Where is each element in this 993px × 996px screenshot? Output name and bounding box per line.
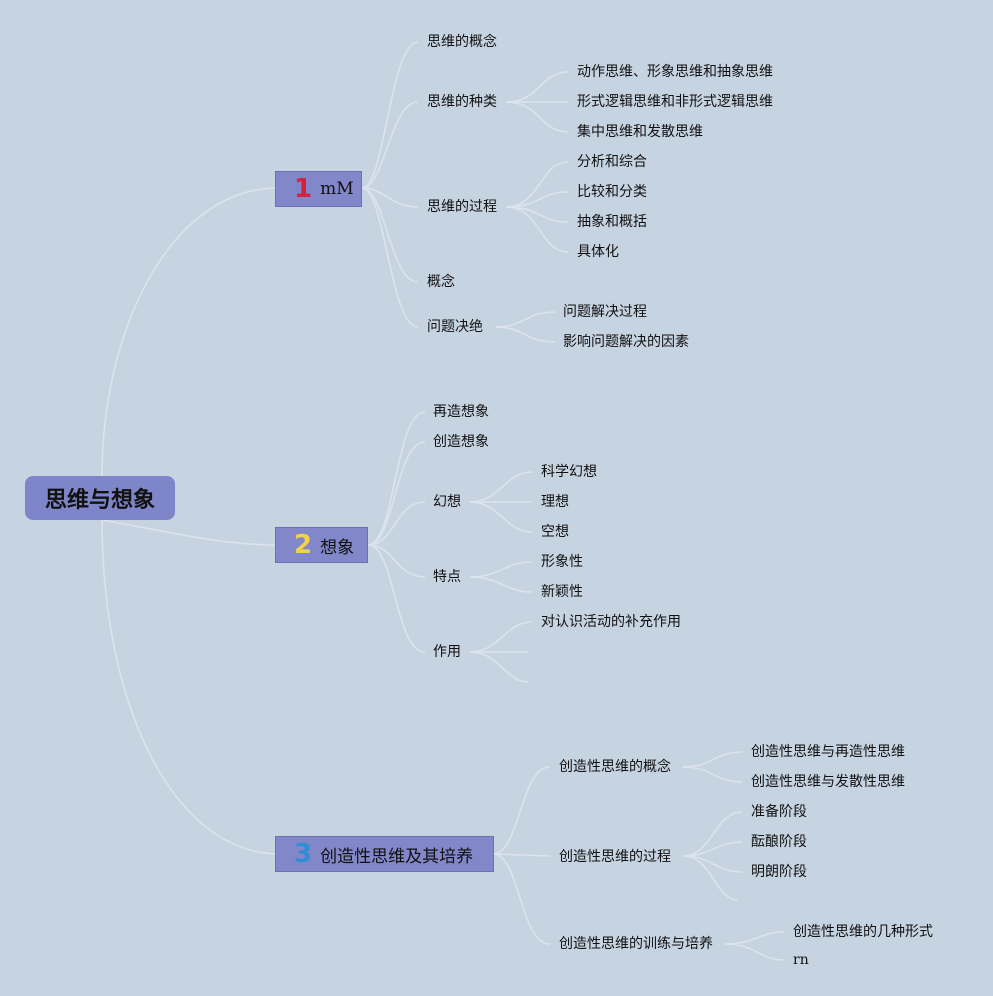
node-fantasy[interactable]: 幻想 — [433, 494, 461, 510]
node-thinking-concept[interactable]: 思维的概念 — [427, 34, 497, 50]
node-creative-training-child-2[interactable]: rn — [793, 952, 809, 968]
node-types-child-3[interactable]: 集中思维和发散思维 — [577, 124, 703, 140]
node-features-child-2[interactable]: 新颖性 — [541, 584, 583, 600]
node-fantasy-child-3[interactable]: 空想 — [541, 524, 569, 540]
node-function[interactable]: 作用 — [433, 644, 461, 660]
number-1-icon: 1 — [294, 174, 313, 204]
node-creative-imagination[interactable]: 创造想象 — [433, 434, 489, 450]
node-features[interactable]: 特点 — [433, 569, 461, 585]
node-process-child-1[interactable]: 分析和综合 — [577, 154, 647, 170]
root-label: 思维与想象 — [44, 488, 155, 513]
link-b1-types — [361, 101, 419, 189]
node-process-child-2[interactable]: 比较和分类 — [577, 184, 647, 200]
node-types-child-2[interactable]: 形式逻辑思维和非形式逻辑思维 — [577, 94, 773, 110]
node-reproductive-imagination[interactable]: 再造想象 — [433, 404, 489, 420]
link-root-branch3 — [101, 519, 277, 855]
branch-3-label: 创造性思维及其培养 — [320, 846, 474, 867]
node-fantasy-child-1[interactable]: 科学幻想 — [541, 464, 597, 480]
node-creative-process-child-3[interactable]: 明朗阶段 — [751, 864, 807, 880]
link-b1-problem — [361, 187, 419, 328]
node-creative-training[interactable]: 创造性思维的训练与培养 — [559, 936, 713, 952]
node-thinking-types[interactable]: 思维的种类 — [427, 94, 497, 110]
branch-2-label: 想象 — [320, 537, 355, 558]
link-root-branch2 — [101, 519, 277, 546]
link-root-branch1 — [101, 187, 277, 477]
node-creative-process[interactable]: 创造性思维的过程 — [559, 849, 671, 865]
branch-1-label: mM — [320, 179, 354, 199]
branch-node-1[interactable]: 1 mM — [275, 171, 362, 207]
node-types-child-1[interactable]: 动作思维、形象思维和抽象思维 — [577, 64, 773, 80]
node-creative-training-child-1[interactable]: 创造性思维的几种形式 — [793, 924, 933, 940]
link-b1-notion — [361, 187, 419, 283]
node-thinking-process[interactable]: 思维的过程 — [427, 199, 497, 215]
node-features-child-1[interactable]: 形象性 — [541, 554, 583, 570]
node-creative-concept-child-1[interactable]: 创造性思维与再造性思维 — [751, 744, 905, 760]
branch-node-2[interactable]: 2 想象 — [275, 527, 368, 563]
node-creative-concept-child-2[interactable]: 创造性思维与发散性思维 — [751, 774, 905, 790]
node-creative-process-child-2[interactable]: 酝酿阶段 — [751, 834, 807, 850]
number-3-icon: 3 — [294, 839, 313, 869]
node-fantasy-child-2[interactable]: 理想 — [541, 494, 569, 510]
link-b1-process — [361, 187, 419, 208]
link-b1-concept — [361, 41, 419, 189]
branch-node-3[interactable]: 3 创造性思维及其培养 — [275, 836, 494, 872]
node-problem[interactable]: 问题决绝 — [427, 319, 483, 335]
node-process-child-3[interactable]: 抽象和概括 — [577, 214, 647, 230]
node-function-child-1[interactable]: 对认识活动的补充作用 — [541, 614, 681, 630]
node-notion[interactable]: 概念 — [427, 274, 455, 290]
number-2-icon: 2 — [294, 530, 313, 560]
node-problem-child-1[interactable]: 问题解决过程 — [563, 304, 647, 320]
node-creative-concept[interactable]: 创造性思维的概念 — [559, 759, 671, 775]
node-creative-process-child-1[interactable]: 准备阶段 — [751, 804, 807, 820]
root-node[interactable]: 思维与想象 — [25, 476, 175, 520]
node-process-child-4[interactable]: 具体化 — [577, 244, 619, 260]
node-problem-child-2[interactable]: 影响问题解决的因素 — [563, 334, 689, 350]
